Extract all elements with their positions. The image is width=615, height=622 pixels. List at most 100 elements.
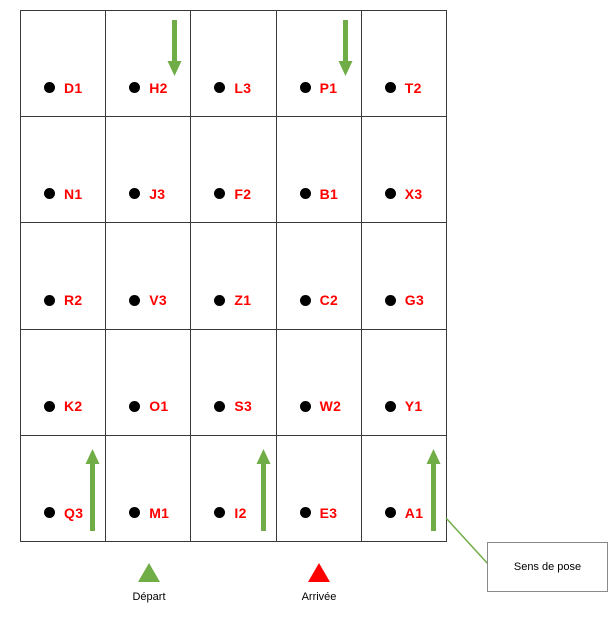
- tile-marker: X3: [384, 185, 423, 202]
- tile-label: Y1: [404, 398, 423, 415]
- depart-triangle-icon: [138, 563, 160, 582]
- grid-cell: K2: [21, 329, 107, 436]
- tile-dot-icon: [44, 82, 55, 94]
- tile-dot-icon: [44, 294, 55, 306]
- tile-dot-icon: [214, 294, 226, 306]
- depart-label: Départ: [132, 591, 166, 603]
- grid-cell: Y1: [361, 329, 447, 436]
- tile-marker: B1: [299, 185, 339, 202]
- sens-de-pose-callout: Sens de pose: [487, 542, 608, 592]
- tile-label: K2: [64, 398, 83, 415]
- tile-label: L3: [234, 79, 252, 96]
- tile-label: O1: [149, 398, 169, 415]
- tile-label: A1: [404, 504, 424, 521]
- arrow-up-icon: [256, 448, 271, 531]
- tile-marker: T2: [384, 79, 422, 96]
- tile-dot-icon: [129, 400, 141, 412]
- tile-dot-icon: [44, 400, 55, 412]
- arrow-down-icon: [338, 20, 353, 76]
- tile-dot-icon: [129, 294, 141, 306]
- tile-label: N1: [64, 185, 83, 202]
- grid-cell: W2: [276, 329, 362, 436]
- tile-marker: E3: [299, 504, 338, 521]
- tile-marker: W2: [299, 398, 342, 415]
- tile-marker: F2: [214, 186, 251, 202]
- tile-dot-icon: [214, 82, 226, 94]
- tile-label: H2: [149, 79, 168, 96]
- sens-de-pose-label: Sens de pose: [513, 561, 582, 573]
- tile-marker: P1: [299, 79, 338, 96]
- tile-marker: G3: [384, 292, 424, 308]
- tile-marker: L3: [214, 80, 251, 96]
- tile-dot-icon: [44, 188, 55, 200]
- tile-dot-icon: [299, 188, 311, 200]
- tile-label: C2: [319, 292, 339, 309]
- tile-dot-icon: [129, 188, 141, 200]
- tile-dot-icon: [384, 400, 396, 412]
- tile-marker: A1: [384, 504, 424, 521]
- tile-dot-icon: [299, 507, 311, 519]
- arrow-down-icon: [167, 20, 182, 76]
- tile-label: F2: [234, 185, 252, 202]
- tile-dot-icon: [384, 507, 396, 519]
- tile-marker: V3: [129, 292, 167, 308]
- tile-label: Z1: [234, 292, 252, 309]
- legend-depart: Départ: [119, 563, 179, 603]
- tile-marker: N1: [44, 186, 83, 202]
- tile-label: S3: [234, 398, 253, 415]
- tile-dot-icon: [384, 294, 396, 306]
- tile-marker: Z1: [214, 292, 251, 308]
- grid-cell: V3: [106, 223, 192, 330]
- legend-arrivee: Arrivée: [289, 563, 349, 603]
- grid-cell: D1: [21, 11, 107, 118]
- tile-label: W2: [319, 398, 342, 415]
- arrow-up-icon: [426, 448, 441, 531]
- tile-dot-icon: [129, 82, 141, 94]
- tile-label: I2: [234, 504, 247, 521]
- grid-cell: N1: [21, 117, 107, 224]
- tile-marker: K2: [44, 398, 83, 414]
- grid-cell: B1: [276, 117, 362, 224]
- arrow-up-icon: [85, 448, 100, 531]
- tile-marker: I2: [214, 505, 246, 521]
- grid-cell: P1: [276, 11, 362, 118]
- grid-cell: X3: [361, 117, 447, 224]
- grid-cell: C2: [276, 223, 362, 330]
- tile-marker: C2: [299, 292, 339, 309]
- tile-marker: Q3: [44, 505, 83, 521]
- tile-grid: D1 H2 L3 P1 T2 N1: [20, 10, 447, 542]
- tile-label: T2: [404, 79, 422, 96]
- tile-marker: S3: [214, 398, 252, 414]
- grid-cell: R2: [21, 223, 107, 330]
- tile-marker: H2: [129, 80, 168, 96]
- arrivee-label: Arrivée: [301, 591, 337, 603]
- grid-cell: Z1: [191, 223, 277, 330]
- tile-label: V3: [149, 292, 167, 309]
- arrivee-triangle-icon: [308, 563, 330, 582]
- grid-cell: L3: [191, 11, 277, 118]
- tile-label: B1: [319, 185, 339, 202]
- tile-dot-icon: [214, 507, 226, 519]
- tile-label: M1: [149, 504, 170, 521]
- tile-label: Q3: [64, 504, 84, 521]
- tile-marker: O1: [129, 398, 168, 414]
- tile-dot-icon: [129, 507, 141, 519]
- tile-dot-icon: [299, 400, 311, 412]
- tile-marker: D1: [44, 80, 83, 96]
- tile-label: E3: [319, 504, 338, 521]
- grid-cell: O1: [106, 329, 192, 436]
- tile-label: P1: [319, 79, 338, 96]
- tile-label: X3: [404, 185, 423, 202]
- tile-dot-icon: [299, 294, 311, 306]
- grid-cell: E3: [276, 435, 362, 542]
- tile-dot-icon: [384, 188, 396, 200]
- tile-label: D1: [64, 79, 83, 96]
- grid-cell: Q3: [21, 435, 107, 542]
- tile-label: R2: [64, 292, 83, 309]
- tile-label: J3: [149, 185, 166, 202]
- grid-cell: M1: [106, 435, 192, 542]
- tile-marker: J3: [129, 186, 165, 202]
- grid-cell: S3: [191, 329, 277, 436]
- grid-cell: A1: [361, 435, 447, 542]
- grid-cell: F2: [191, 117, 277, 224]
